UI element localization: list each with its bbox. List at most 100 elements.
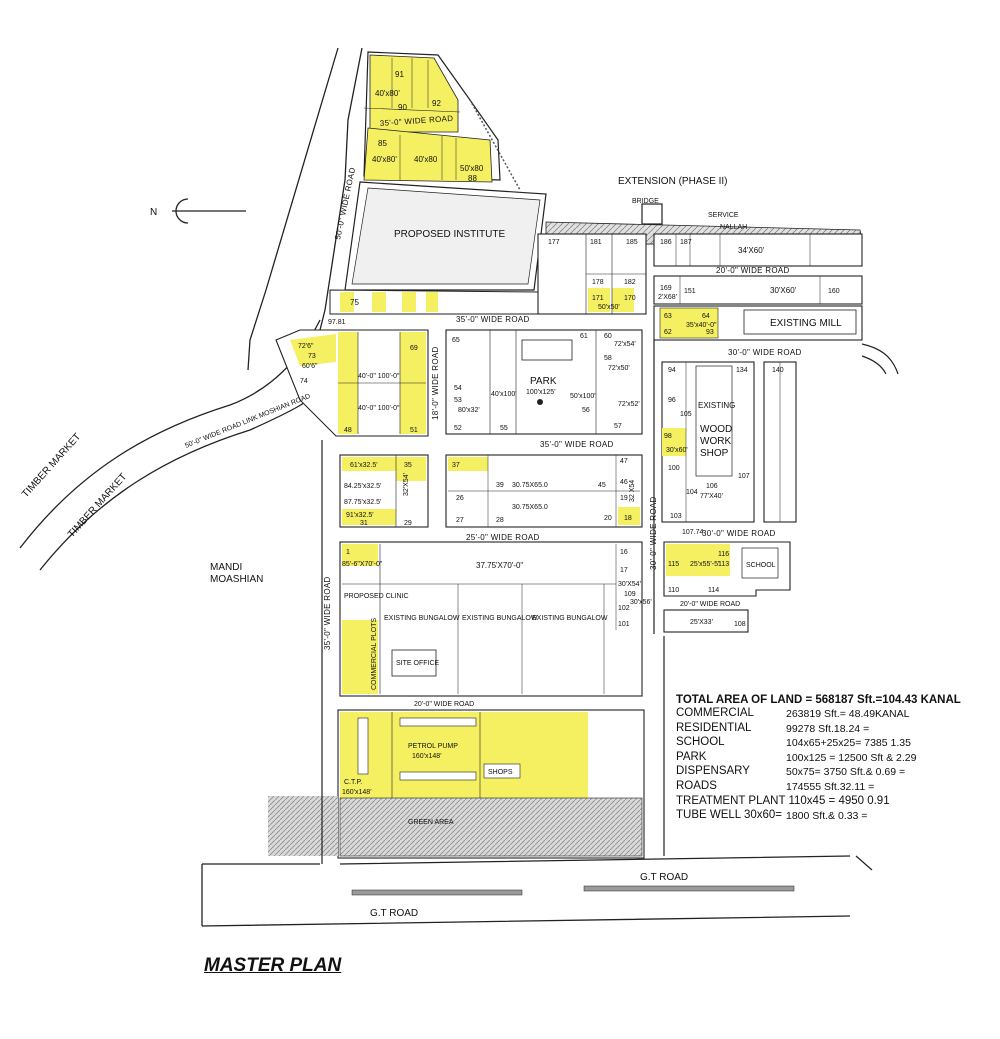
- plot-60-b: 60: [604, 333, 612, 340]
- north-arrow-icon: N: [150, 198, 246, 224]
- plot-58: 58: [604, 355, 612, 362]
- plot-60-6: 60'6": [302, 363, 318, 370]
- block-petrol-green: [268, 709, 645, 859]
- plot-85: 85: [378, 139, 387, 148]
- block-park: [445, 329, 643, 435]
- plot-85x70: 85'-6"X70'-0": [342, 561, 383, 568]
- plot-40x80-b: 40'x80': [372, 155, 397, 164]
- road-label-30-school: 30'-0" WIDE ROAD: [702, 529, 776, 538]
- plot-178: 178: [592, 279, 604, 286]
- plot-50x50: 50'x50': [598, 304, 620, 311]
- timber-market-label-2: TIMBER MARKET: [66, 472, 129, 540]
- plot-48: 48: [344, 427, 352, 434]
- area-row: TUBE WELL 30x60=1800 Sft.& 0.33 =: [676, 809, 868, 823]
- bridge-label: BRIDGE: [632, 198, 659, 205]
- shops-label: SHOPS: [488, 769, 513, 776]
- block-proposed-institute: [329, 181, 547, 315]
- plot-26: 26: [456, 495, 464, 502]
- plot-80x32: 80'x32': [458, 407, 480, 414]
- bungalow-label-3: EXISTING BUNGALOW: [532, 615, 608, 622]
- plot-20: 20: [604, 515, 612, 522]
- plot-50x80: 50'x80: [460, 164, 484, 173]
- plot-35: 35: [404, 462, 412, 469]
- plot-115: 115: [668, 561, 679, 568]
- plot-181: 181: [590, 239, 602, 246]
- plot-102: 102: [618, 605, 630, 612]
- plot-40x100-c: 40'x100': [491, 391, 517, 398]
- plot-47: 47: [620, 458, 628, 465]
- block-west: [275, 329, 429, 437]
- plot-69: 69: [410, 345, 418, 352]
- block-woodwork: [661, 361, 797, 523]
- bungalow-label-2: EXISTING BUNGALOW: [462, 615, 538, 622]
- plot-94: 94: [668, 367, 676, 374]
- plot-91: 91: [395, 70, 404, 79]
- plot-182: 182: [624, 279, 636, 286]
- plot-55: 55: [500, 425, 508, 432]
- block-35-29: [339, 454, 429, 528]
- gt-road-label-2: G.T ROAD: [370, 908, 418, 919]
- plot-151: 151: [684, 288, 696, 295]
- existing-label: EXISTING: [698, 401, 735, 410]
- proposed-clinic-label: PROPOSED CLINIC: [344, 593, 409, 600]
- plot-77x40: 77'X40': [700, 493, 723, 500]
- plot-90: 90: [398, 103, 407, 112]
- service-label: SERVICE: [708, 212, 739, 219]
- plot-103: 103: [670, 513, 682, 520]
- plot-116: 116: [718, 551, 729, 558]
- plot-37: 37: [452, 462, 460, 469]
- plot-57: 57: [614, 423, 622, 430]
- plot-30x56: 30'x56': [630, 599, 652, 606]
- plot-30x65-b: 30.75X65.0: [512, 504, 548, 511]
- plot-108: 108: [734, 621, 746, 628]
- plot-105: 105: [680, 411, 692, 418]
- plot-32x54: 32'X54': [403, 473, 410, 496]
- plot-64: 64: [702, 313, 710, 320]
- plot-107-74: 107.74: [682, 529, 704, 536]
- plot-88: 88: [468, 174, 477, 183]
- plot-30x60: 30'X60': [770, 286, 797, 295]
- plot-160: 160: [828, 288, 840, 295]
- plot-40x100-b: 40'-0" 100'-0": [358, 405, 400, 412]
- block-37-18: [445, 454, 643, 528]
- plot-113: 113: [718, 561, 729, 568]
- plot-170: 170: [624, 295, 636, 302]
- north-label: N: [150, 207, 157, 218]
- plot-65: 65: [452, 337, 460, 344]
- plot-61: 61: [580, 333, 588, 340]
- commercial-plots-label: COMMERCIAL PLOTS: [371, 618, 378, 690]
- plot-1: 1: [346, 549, 350, 556]
- plot-104: 104: [686, 489, 698, 496]
- plot-40x80-a: 40'x80': [375, 89, 400, 98]
- plot-32x54-b: 32 X54: [629, 480, 636, 502]
- road-label-35-center: 35'-0" WIDE ROAD: [540, 440, 614, 449]
- plot-50x100: 50'x100': [570, 393, 596, 400]
- plot-185: 185: [626, 239, 638, 246]
- road-label-25: 25'-0" WIDE ROAD: [466, 533, 540, 542]
- plot-177: 177: [548, 239, 560, 246]
- plot-97-81: 97.81: [328, 319, 346, 326]
- block-existing-mill: [653, 305, 863, 341]
- plot-56: 56: [582, 407, 590, 414]
- road-label-20-bottom: 20'-0" WIDE ROAD: [414, 701, 474, 708]
- block-commercial: [339, 541, 643, 697]
- plot-72x54: 72'x54': [614, 341, 636, 348]
- plot-91x32: 91'x32.5': [346, 512, 374, 519]
- area-row: TREATMENT PLANT 110x45 = 4950 0.91: [676, 794, 890, 807]
- bungalow-label-1: EXISTING BUNGALOW: [384, 615, 460, 622]
- plot-101: 101: [618, 621, 630, 628]
- plot-72x50: 72'x50': [608, 365, 630, 372]
- plot-27: 27: [456, 517, 464, 524]
- petrol-dim: 160'x148': [412, 753, 442, 760]
- plot-19: 19: [620, 495, 628, 502]
- block-northeast: [653, 233, 863, 305]
- road-label-35-vert: 35'-0" WIDE ROAD: [323, 576, 332, 650]
- road-label-35-mid: 35'-0" WIDE ROAD: [456, 315, 530, 324]
- ctp-label: C.T.P.: [344, 779, 362, 786]
- plot-106: 106: [706, 483, 718, 490]
